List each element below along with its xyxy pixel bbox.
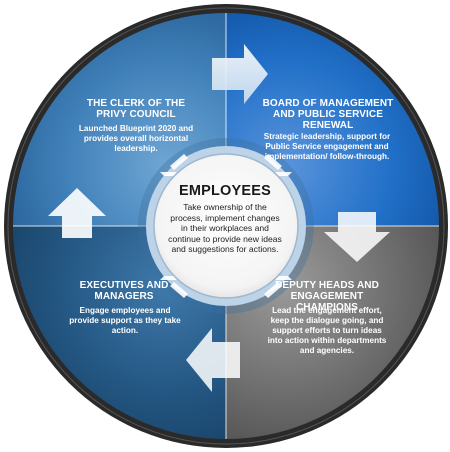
flow-arrow-up-icon — [48, 188, 106, 238]
center-arrows — [160, 154, 292, 298]
quadrant-bottom-right-body: Lead the engagement effort, keep the dia… — [267, 306, 387, 355]
quadrant-top-right-body: Strategic leadership, support for Public… — [263, 132, 391, 161]
quadrant-top-left-body: Launched Blueprint 2020 and provides ove… — [78, 124, 194, 153]
quadrant-bottom-right-title: DEPUTY HEADS AND ENGAGEMENT CHAMPIONS — [275, 280, 379, 313]
flow-arrow-right-icon — [212, 44, 268, 104]
quadrant-top-left-title: THE CLERK OF THE PRIVY COUNCIL — [86, 98, 186, 120]
center-arrow-bottom-left-icon — [160, 276, 188, 298]
quadrant-bottom-left-title: EXECUTIVES AND MANAGERS — [79, 280, 169, 302]
center-body: Take ownership of the process, implement… — [168, 202, 282, 255]
center-arrow-top-left-icon — [160, 154, 188, 176]
center-disc — [153, 153, 299, 299]
quadrant-top-right-title: BOARD OF MANAGEMENT AND PUBLIC SERVICE R… — [262, 98, 394, 131]
outer-ring-highlight — [7, 7, 445, 445]
center-arrow-top-right-icon — [264, 154, 292, 176]
flow-arrow-down-icon — [324, 212, 390, 262]
flow-arrow-left-icon — [186, 328, 240, 392]
quadrant-bottom-left-body: Engage employees and provide support as … — [69, 306, 181, 335]
center-title: EMPLOYEES — [178, 183, 272, 199]
center-arrow-bottom-right-icon — [264, 276, 292, 298]
